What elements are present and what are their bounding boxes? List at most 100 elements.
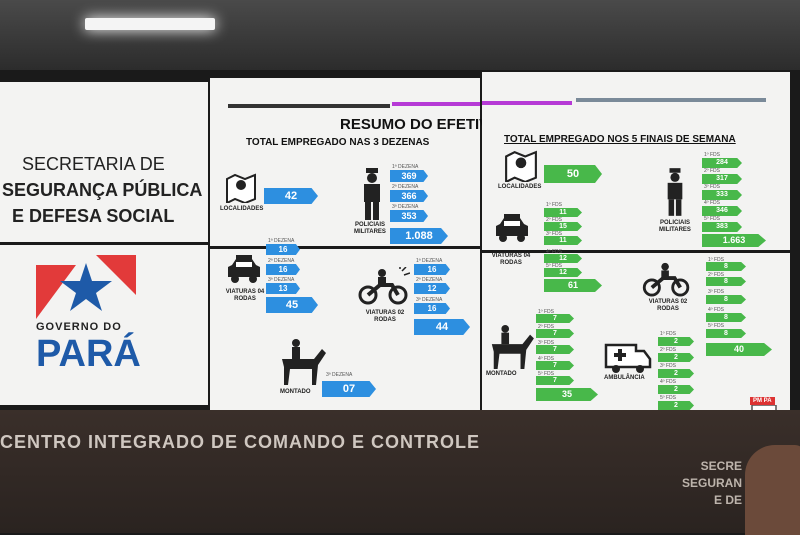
pm-dezena-3-value: 353 <box>390 210 428 222</box>
montado-label: MONTADO <box>280 389 311 395</box>
a-fds-4-value: 2 <box>658 385 694 394</box>
localidades-fds-label: LOCALIDADES <box>498 184 542 190</box>
montado-fds-label: MONTADO <box>486 371 517 377</box>
v4-fds-2-value: 15 <box>544 222 582 231</box>
a-fds-2-value: 2 <box>658 353 694 362</box>
a-fds-3-label: 3º FDS <box>660 363 676 369</box>
car-icon <box>228 255 260 283</box>
pm-fds-5-label: 5º FDS <box>704 216 720 222</box>
pm-fds-1-value: 284 <box>702 158 742 168</box>
pm-dezena-1-label: 1ª DEZENA <box>392 164 419 170</box>
v2-fds-total: 40 <box>706 343 772 356</box>
header-bar-dark <box>228 104 390 108</box>
m-fds-4-value: 7 <box>536 361 574 370</box>
subtitle-dezenas: TOTAL EMPREGADO NAS 3 DEZENAS <box>246 137 430 148</box>
motorcycle-icon-fds <box>642 262 690 297</box>
logo-bottom-text: PARÁ <box>36 333 141 375</box>
pm-dezenas-total: 1.088 <box>390 228 448 244</box>
m-fds-4-label: 4º FDS <box>538 356 554 362</box>
header-bar-grey <box>576 98 766 102</box>
localidades-total: 42 <box>264 188 318 204</box>
agency-screen: SECRETARIA DE SEGURANÇA PÚBLICA E DEFESA… <box>0 82 208 242</box>
header-bar-magenta <box>392 102 480 106</box>
a-fds-1-value: 2 <box>658 337 694 346</box>
v4-fds-5-value: 12 <box>544 268 582 277</box>
pm-fds-5-value: 383 <box>702 222 742 232</box>
wall-panel <box>0 410 800 533</box>
m-fds-total: 35 <box>536 388 598 401</box>
v2-fds-2-value: 8 <box>706 277 746 286</box>
fds-bottom-screen: VIATURAS 04 RODAS 4º FDS 12 5º FDS 12 61… <box>482 249 790 431</box>
ceiling <box>0 0 800 70</box>
policiais-fds-label: POLICIAIS MILITARES <box>659 220 691 233</box>
viaturas02-fds-label: VIATURAS 02 RODAS <box>648 299 688 312</box>
agency-line-3: E DEFESA SOCIAL <box>12 206 175 226</box>
v4-dezena-2-value: 16 <box>266 264 300 275</box>
logo-top-text: GOVERNO DO <box>36 321 122 333</box>
header-bar-magenta-2 <box>482 101 572 105</box>
pm-fds-4-value: 346 <box>702 206 742 216</box>
map-icon-fds <box>505 150 537 182</box>
a-fds-3-value: 2 <box>658 369 694 378</box>
a-fds-4-label: 4º FDS <box>660 379 676 385</box>
pm-fds-1-label: 1º FDS <box>704 152 720 158</box>
v4-dezena-3-value: 13 <box>266 283 300 294</box>
m-fds-1-value: 7 <box>536 314 574 323</box>
v2-fds-3-label: 3º FDS <box>708 289 724 295</box>
government-logo-screen: GOVERNO DO PARÁ <box>0 245 208 405</box>
m-fds-3-value: 7 <box>536 345 574 354</box>
v4-fds-5-label: 5º FDS <box>546 263 562 269</box>
pm-fds-2-label: 2º FDS <box>704 168 720 174</box>
m-fds-2-label: 2º FDS <box>538 324 554 330</box>
v4-dezena-1-label: 1ª DEZENA <box>268 238 295 244</box>
a-fds-2-label: 2º FDS <box>660 347 676 353</box>
v2-dezena-3-label: 3ª DEZENA <box>416 297 443 303</box>
v4-fds-3-label: 3º FDS <box>546 231 562 237</box>
v4-fds-total: 61 <box>544 279 602 292</box>
command-center-sign: CENTRO INTEGRADO DE COMANDO E CONTROLE <box>0 432 481 452</box>
v4-fds-4-label: 4º FDS <box>546 249 562 255</box>
v4-dezena-3-label: 3ª DEZENA <box>268 277 295 283</box>
m-fds-3-label: 3º FDS <box>538 340 554 346</box>
localidades-fds-total: 50 <box>544 165 602 183</box>
v2-fds-4-label: 4º FDS <box>708 307 724 313</box>
pm-fds-3-value: 333 <box>702 190 742 200</box>
pm-dezena-1-value: 369 <box>390 170 428 182</box>
v2-fds-1-value: 8 <box>706 262 746 271</box>
v4-dezenas-total: 45 <box>266 297 318 313</box>
fds-top-screen: TOTAL EMPREGADO NOS 5 FINAIS DE SEMANA L… <box>482 72 790 250</box>
horse-rider-icon-fds <box>491 325 534 369</box>
v4-dezena-1-value: 16 <box>266 244 300 255</box>
pm-dezena-3-label: 3ª DEZENA <box>392 204 419 210</box>
viaturas04-fds-label: VIATURAS 04 RODAS <box>491 253 531 266</box>
ceiling-light <box>85 18 215 30</box>
v2-fds-3-value: 8 <box>706 295 746 304</box>
para-flag-logo <box>36 255 136 319</box>
m-fds-5-value: 7 <box>536 376 574 385</box>
viaturas04-label: VIATURAS 04 RODAS <box>225 289 265 302</box>
subtitle-fds: TOTAL EMPREGADO NOS 5 FINAIS DE SEMANA <box>504 134 736 145</box>
v2-dezena-1-label: 1ª DEZENA <box>416 258 443 264</box>
pm-fds-3-label: 3º FDS <box>704 184 720 190</box>
localidades-label: LOCALIDADES <box>220 206 264 212</box>
pm-pa-badge: PM PA <box>750 397 775 405</box>
agency-line-1: SECRETARIA DE <box>22 154 165 174</box>
v2-fds-2-label: 2º FDS <box>708 272 724 278</box>
v2-fds-5-label: 5º FDS <box>708 323 724 329</box>
police-officer-icon <box>364 168 380 220</box>
v2-dezena-2-label: 2ª DEZENA <box>416 277 443 283</box>
a-fds-1-label: 1º FDS <box>660 331 676 337</box>
v2-fds-4-value: 8 <box>706 313 746 322</box>
v2-dezena-1-value: 16 <box>414 264 450 275</box>
m-fds-5-label: 5º FDS <box>538 371 554 377</box>
pm-fds-2-value: 317 <box>702 174 742 184</box>
pm-fds-total: 1.663 <box>702 234 766 247</box>
v2-dezena-2-value: 12 <box>414 283 450 294</box>
police-officer-icon-fds <box>667 168 683 216</box>
v2-dezena-3-value: 16 <box>414 303 450 314</box>
a-fds-5-value: 2 <box>658 401 694 410</box>
a-fds-5-label: 5º FDS <box>660 395 676 401</box>
v4-fds-4-value: 12 <box>544 254 582 263</box>
person-silhouette <box>745 445 800 535</box>
car-icon-fds <box>496 214 528 242</box>
